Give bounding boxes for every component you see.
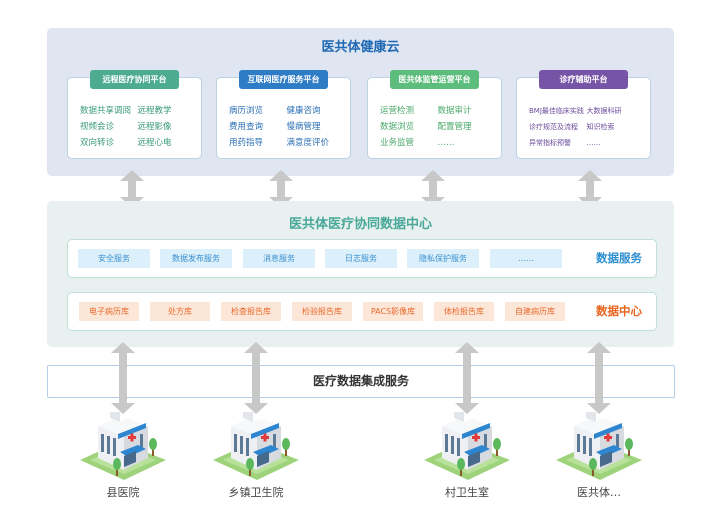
service-chip: 数据发布服务 <box>160 249 232 268</box>
platform-item: …… <box>586 139 601 147</box>
service-chip: 隐私保护服务 <box>407 249 479 268</box>
platform-item: 远程教学 <box>137 106 172 116</box>
platform-item: 健康咨询 <box>286 106 321 116</box>
store-chip: 体检报告库 <box>434 302 494 321</box>
hospital-icon <box>554 408 644 486</box>
double-arrow-icon <box>578 170 602 208</box>
platform-items: 病历浏览 健康咨询 费用查询 慢病管理 用药指导 满意度评价 <box>229 104 344 150</box>
platform-item: …… <box>437 138 455 148</box>
facility-medical-alliance: 医共体… <box>554 408 644 499</box>
facility-township-health-center: 乡镇卫生院 <box>211 408 301 499</box>
store-chip: 自建病历库 <box>505 302 565 321</box>
platform-item: 双向转诊 <box>80 138 115 148</box>
platform-item: 满意度评价 <box>286 138 330 148</box>
platform-item: 运营检测 <box>380 106 415 116</box>
platform-item: 业务监管 <box>380 138 415 148</box>
platform-items: BMJ最佳临床实践 大数据科研 诊疗规范及流程 知识检索 异常指标预警 …… <box>529 104 644 150</box>
platform-items: 运营检测 数据审计 数据浏览 配置管理 业务监管 …… <box>380 104 495 150</box>
platform-remote-medical: 远程医疗协同平台 数据共享调阅 远程教学 视频会诊 远程影像 双向转诊 远程心电 <box>67 70 202 159</box>
store-chip: 检验报告库 <box>292 302 352 321</box>
facility-county-hospital: 县医院 <box>78 408 168 499</box>
platform-item: 知识检索 <box>586 123 615 131</box>
integration-service-bar: 医疗数据集成服务 <box>47 365 675 398</box>
platform-item: 数据浏览 <box>380 122 415 132</box>
hospital-icon <box>422 408 512 486</box>
data-stores-row: 电子病历库 处方库 检查报告库 检验报告库 PACS影像库 体检报告库 自建病历… <box>67 292 657 331</box>
store-chip: PACS影像库 <box>363 302 423 321</box>
hospital-icon <box>78 408 168 486</box>
service-chip: 日志服务 <box>325 249 397 268</box>
data-stores-label: 数据中心 <box>596 304 642 318</box>
store-chip: 检查报告库 <box>221 302 281 321</box>
double-arrow-icon <box>111 342 135 414</box>
platform-item: 慢病管理 <box>286 122 321 132</box>
integration-title: 医疗数据集成服务 <box>312 374 409 388</box>
data-services-row: 安全服务 数据发布服务 消息服务 日志服务 隐私保护服务 …… 数据服务 <box>67 239 657 278</box>
double-arrow-icon <box>244 342 268 414</box>
platform-item: 费用查询 <box>229 122 264 132</box>
platform-item: BMJ最佳临床实践 <box>529 107 584 115</box>
double-arrow-icon <box>587 342 611 414</box>
facility-village-clinic: 村卫生室 <box>422 408 512 499</box>
hospital-icon <box>211 408 301 486</box>
platform-supervision: 医共体监管运营平台 运营检测 数据审计 数据浏览 配置管理 业务监管 …… <box>367 70 502 159</box>
facility-label: 村卫生室 <box>445 486 489 499</box>
platform-item: 配置管理 <box>437 122 472 132</box>
service-chip: 安全服务 <box>78 249 150 268</box>
data-center-layer: 医共体医疗协同数据中心 安全服务 数据发布服务 消息服务 日志服务 隐私保护服务… <box>47 201 674 347</box>
platform-item: 大数据科研 <box>586 107 622 115</box>
platform-items: 数据共享调阅 远程教学 视频会诊 远程影像 双向转诊 远程心电 <box>80 104 195 150</box>
platform-item: 远程影像 <box>137 122 172 132</box>
store-chip: 处方库 <box>150 302 210 321</box>
service-chip: 消息服务 <box>243 249 315 268</box>
store-chip: 电子病历库 <box>79 302 139 321</box>
double-arrow-icon <box>421 170 445 208</box>
platform-diagnosis-assist: 诊疗辅助平台 BMJ最佳临床实践 大数据科研 诊疗规范及流程 知识检索 异常指标… <box>516 70 651 159</box>
cloud-title: 医共体健康云 <box>321 40 400 55</box>
data-services-label: 数据服务 <box>596 251 642 265</box>
platform-item: 数据审计 <box>437 106 472 116</box>
platform-title: 互联网医疗服务平台 <box>239 70 328 89</box>
facility-label: 县医院 <box>106 486 140 499</box>
platform-item: 病历浏览 <box>229 106 264 116</box>
double-arrow-icon <box>455 342 479 414</box>
facility-label: 乡镇卫生院 <box>228 486 284 499</box>
platform-title: 远程医疗协同平台 <box>90 70 179 89</box>
platform-title: 医共体监管运营平台 <box>390 70 479 89</box>
platform-internet-medical: 互联网医疗服务平台 病历浏览 健康咨询 费用查询 慢病管理 用药指导 满意度评价 <box>216 70 351 159</box>
platform-item: 诊疗规范及流程 <box>529 123 578 131</box>
platform-title: 诊疗辅助平台 <box>539 70 628 89</box>
data-center-title: 医共体医疗协同数据中心 <box>288 217 432 232</box>
facility-label: 医共体… <box>577 486 621 499</box>
cloud-layer: 医共体健康云 远程医疗协同平台 数据共享调阅 远程教学 视频会诊 远程影像 双向… <box>47 28 674 176</box>
platform-item: 远程心电 <box>137 138 172 148</box>
platform-item: 用药指导 <box>229 138 264 148</box>
service-chip: …… <box>490 249 562 268</box>
double-arrow-icon <box>120 170 144 208</box>
double-arrow-icon <box>269 170 293 208</box>
platform-item: 视频会诊 <box>80 122 115 132</box>
platform-item: 异常指标预警 <box>529 139 571 147</box>
platform-item: 数据共享调阅 <box>80 106 132 116</box>
